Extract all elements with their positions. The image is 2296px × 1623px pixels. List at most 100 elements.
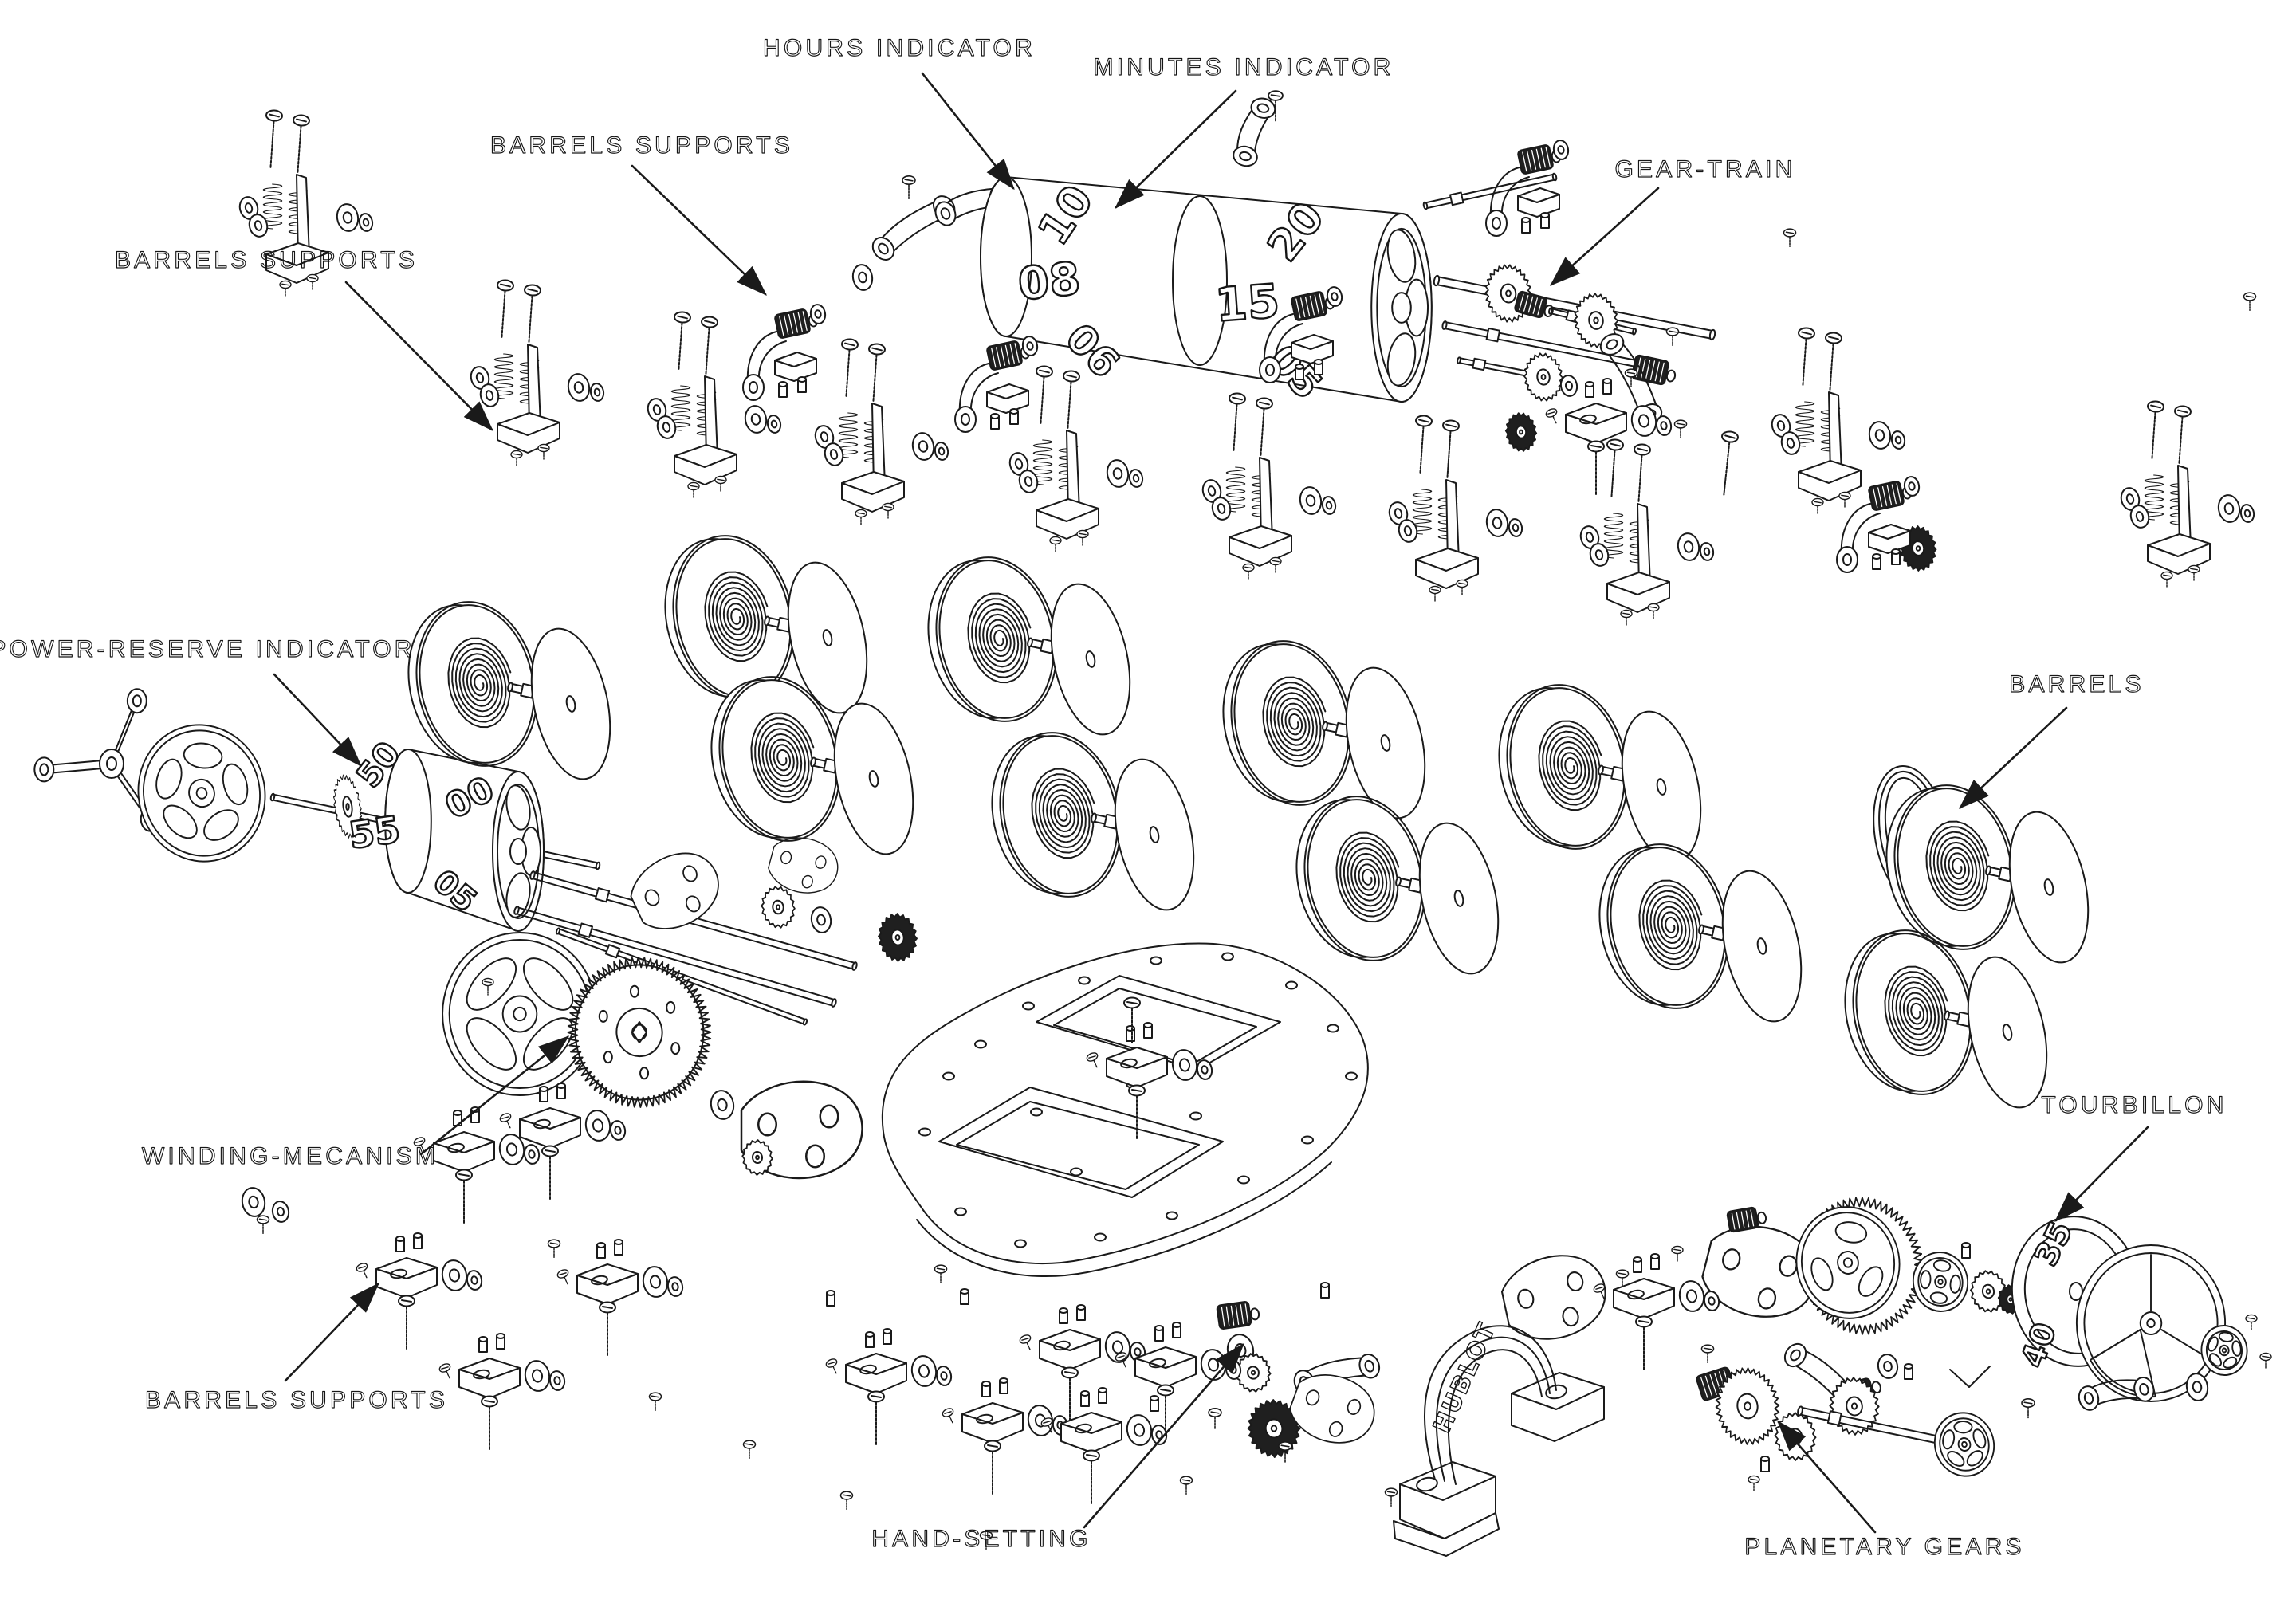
washer-icon <box>1326 286 1343 307</box>
washer-icon <box>1903 476 1921 497</box>
screw-icon <box>979 1531 993 1550</box>
mainspring-barrel-assembly <box>1885 784 2090 964</box>
washer-icon <box>567 373 591 402</box>
washer-icon <box>935 1366 953 1386</box>
pin-icon <box>990 413 1000 430</box>
screw-icon <box>1593 1283 1606 1300</box>
pin-icon <box>614 1239 623 1256</box>
shaft-icon <box>1457 356 1535 379</box>
pin-icon <box>1540 212 1550 229</box>
screw-icon <box>1229 392 1246 451</box>
screw-icon <box>984 1440 1001 1495</box>
washer-icon <box>1196 1059 1213 1080</box>
screw-icon <box>1671 1245 1684 1263</box>
label-text-minutes-indicator: MINUTES INDICATOR <box>1094 54 1394 81</box>
washer-icon <box>584 1110 611 1142</box>
pin-icon <box>1521 217 1531 234</box>
screw-icon <box>524 284 541 343</box>
support-block-icon <box>825 1328 953 1446</box>
washer-icon <box>1027 1405 1054 1436</box>
washer-icon <box>810 906 832 933</box>
screw-icon <box>1587 440 1605 496</box>
pin-icon <box>1585 381 1594 398</box>
pin-icon <box>413 1232 423 1249</box>
label-text-barrels-supports-bottom: BARRELS SUPPORTS <box>145 1387 448 1413</box>
part-label-power-reserve-indicator: POWER-RESERVE INDICATOR <box>0 635 412 768</box>
screw-icon <box>499 1113 512 1130</box>
washer-icon <box>1655 415 1673 436</box>
pin-icon <box>797 376 807 393</box>
screw-icon <box>1748 1475 1760 1492</box>
part-label-barrels: BARRELS <box>1958 670 2144 809</box>
washer-icon <box>1552 140 1570 160</box>
pin-icon <box>1076 1304 1086 1321</box>
screw-icon <box>1242 563 1255 580</box>
svg-text:55: 55 <box>346 808 403 857</box>
gear-icon <box>761 886 796 929</box>
screw-icon <box>1673 419 1688 438</box>
screw-icon <box>2243 292 2257 311</box>
barrel-support-assembly <box>1388 415 1523 603</box>
pin-icon <box>865 1331 875 1348</box>
screw-icon <box>687 481 700 499</box>
lever-icon <box>2078 1377 2155 1411</box>
part-label-minutes-indicator: MINUTES INDICATOR <box>1093 53 1394 209</box>
spring-icon <box>493 353 514 399</box>
gear-icon <box>741 1139 773 1176</box>
part-label-winding-mecanism: WINDING-MECANISM <box>141 1035 570 1170</box>
screw-icon <box>841 338 859 397</box>
screw-icon <box>902 175 916 200</box>
screw-icon <box>1545 408 1558 425</box>
washer-icon <box>934 442 949 461</box>
pin-icon <box>826 1290 835 1307</box>
pin-icon <box>960 1288 969 1305</box>
washer-icon <box>911 432 935 461</box>
barrel-support-assembly <box>1201 392 1337 580</box>
part-label-hand-setting: HAND-SETTING <box>871 1342 1244 1553</box>
screw-icon <box>2259 1352 2272 1370</box>
screw-icon <box>855 509 867 526</box>
label-text-hand-setting: HAND-SETTING <box>871 1526 1091 1552</box>
screw-icon <box>2174 405 2192 464</box>
screw-icon <box>1063 370 1080 429</box>
washer-icon <box>809 304 827 324</box>
spring-icon <box>262 183 283 230</box>
washer-icon <box>498 1134 525 1165</box>
label-text-barrels-supports-top: BARRELS SUPPORTS <box>490 132 793 159</box>
screw-icon <box>510 450 523 467</box>
washer-icon <box>1126 1414 1153 1446</box>
washer-icon <box>851 264 874 291</box>
lever-icon <box>1233 97 1276 167</box>
screw-icon <box>1825 332 1842 391</box>
screw-icon <box>1811 497 1824 515</box>
washer-icon <box>1485 509 1509 537</box>
label-text-winding-mecanism: WINDING-MECANISM <box>142 1143 438 1169</box>
knurled-pinion-icon <box>1631 354 1677 386</box>
pin-icon <box>1320 1282 1330 1299</box>
screw-icon <box>497 279 514 338</box>
part-label-barrels-supports-left: BARRELS SUPPORTS <box>114 246 493 431</box>
pin-icon <box>395 1236 405 1252</box>
screw-icon <box>1115 1352 1127 1369</box>
screw-icon <box>742 1440 757 1459</box>
mainspring-barrel-assembly <box>1222 640 1426 819</box>
screw-icon <box>1083 1449 1100 1505</box>
barrel-support-assembly <box>238 109 374 297</box>
washer-icon <box>1299 486 1323 515</box>
tourbillon-cage-icon <box>2075 1244 2227 1402</box>
pin-icon <box>1961 1242 1971 1259</box>
mainspring-barrel-assembly <box>664 535 868 714</box>
washer-icon <box>441 1259 468 1291</box>
spring-icon <box>1795 401 1815 447</box>
lever-with-pinion-assembly <box>742 304 827 401</box>
washer-icon <box>1559 375 1578 397</box>
gear-icon <box>1523 352 1563 402</box>
screw-icon <box>482 977 494 996</box>
part-label-planetary-gears: PLANETARY GEARS <box>1744 1420 2022 1561</box>
screw-icon <box>1128 1084 1146 1140</box>
label-text-barrels: BARRELS <box>2009 671 2144 698</box>
pin-icon <box>1633 1256 1642 1273</box>
washer-icon <box>2217 494 2241 523</box>
pin-icon <box>1602 378 1612 395</box>
